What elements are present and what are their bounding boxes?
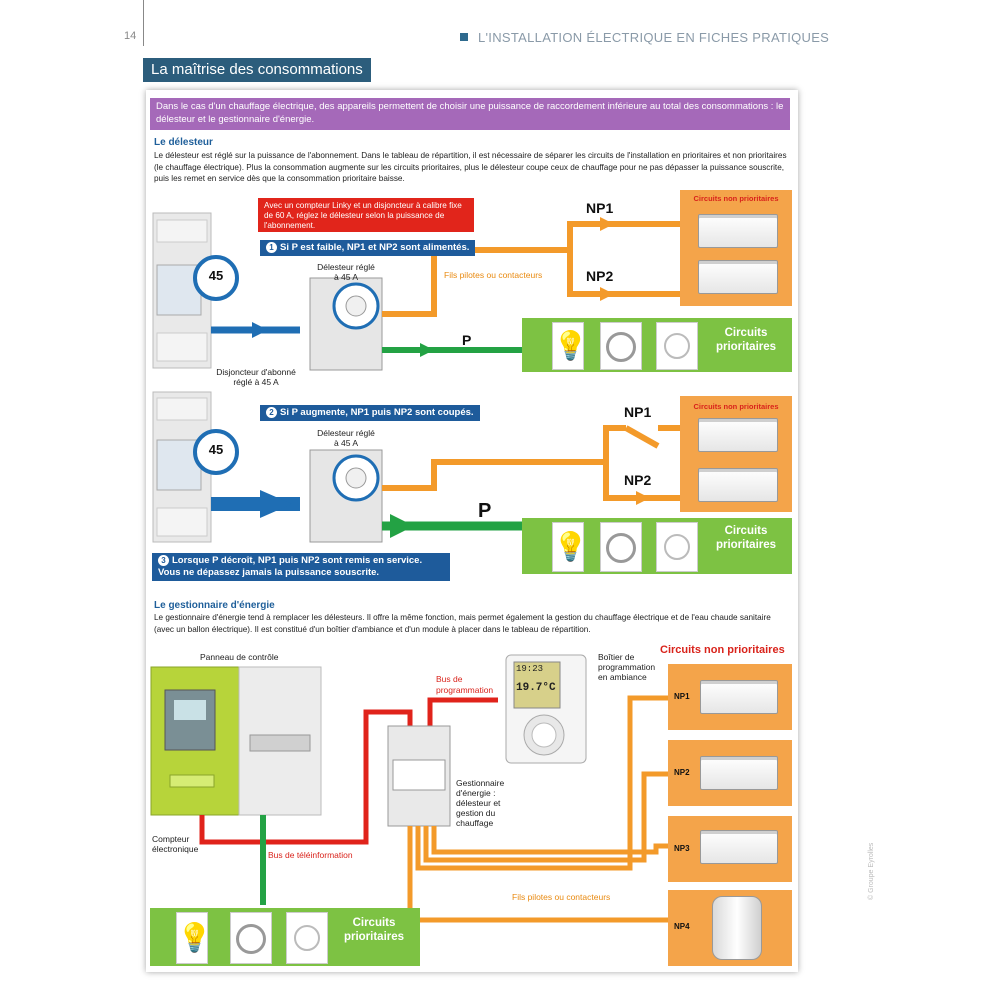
- energy-manager-module-icon: [387, 725, 451, 827]
- light-bulb-icon: 💡: [552, 522, 588, 572]
- page-rule: [143, 0, 144, 46]
- radiator-icon: [700, 830, 778, 864]
- delesteur-device-icon-2: [309, 449, 383, 543]
- gestionnaire-heading: Le gestionnaire d'énergie: [154, 600, 275, 611]
- radiator-icon: [698, 260, 778, 294]
- washing-machine-icon: [600, 322, 642, 370]
- compteur-label: Compteur électronique: [152, 834, 199, 854]
- power-outlet-icon: [286, 912, 328, 964]
- radiator-icon: [700, 680, 778, 714]
- non-priority-title-2: Circuits non prioritaires: [693, 402, 779, 411]
- radiator-icon: [698, 418, 778, 452]
- delesteur-text: Le délesteur est réglé sur la puissance …: [154, 151, 787, 183]
- boitier-label: Boîtier de programmation en ambiance: [598, 652, 656, 682]
- breaker-label: Disjoncteur d'abonné réglé à 45 A: [216, 367, 296, 387]
- np4-small-label: NP4: [674, 922, 690, 931]
- breaker-dial-icon-2: [193, 429, 239, 475]
- priority-label-1: Circuits prioritaires: [715, 327, 777, 353]
- step-1-text: Si P est faible, NP1 et NP2 sont aliment…: [280, 242, 470, 253]
- delesteur-heading: Le délesteur: [154, 137, 213, 148]
- intro-text: Dans le cas d'un chauffage électrique, d…: [150, 98, 790, 130]
- light-bulb-icon: 💡: [176, 912, 212, 964]
- fils-pilotes-label: Fils pilotes ou contacteurs: [444, 270, 543, 280]
- p-label: P: [462, 332, 472, 348]
- breaker-dial-icon: [193, 255, 239, 301]
- np1-label: NP1: [586, 200, 614, 216]
- step-3-text: Lorsque P décroît, NP1 puis NP2 sont rem…: [158, 555, 423, 578]
- np2-label: NP2: [586, 268, 614, 284]
- thermostat-time: 19:23: [516, 664, 544, 674]
- priority-label-3: Circuits prioritaires: [343, 917, 405, 943]
- gestionnaire-text: Le gestionnaire d'énergie tend à remplac…: [154, 613, 771, 634]
- washing-machine-icon: [230, 912, 272, 964]
- control-panel-icon: [150, 666, 322, 816]
- washing-machine-icon: [600, 522, 642, 572]
- step-2-text: Si P augmente, NP1 puis NP2 sont coupés.: [280, 407, 474, 418]
- priority-label-2: Circuits prioritaires: [715, 525, 777, 551]
- radiator-icon: [698, 468, 778, 502]
- header-title: L'INSTALLATION ÉLECTRIQUE EN FICHES PRAT…: [478, 30, 830, 45]
- thermostat-temp: 19.7°C: [516, 682, 556, 694]
- linky-note: Avec un compteur Linky et un disjoncteur…: [258, 198, 474, 232]
- bus-programmation-label: Bus de programmation: [436, 674, 494, 695]
- non-priority-title-1: Circuits non prioritaires: [693, 194, 779, 203]
- power-outlet-icon: [656, 522, 698, 572]
- panneau-label: Panneau de contrôle: [200, 652, 279, 662]
- np1-small-label: NP1: [674, 692, 690, 701]
- non-priority-title-3: Circuits non prioritaires: [660, 644, 785, 656]
- copyright-watermark: © Groupe Eyrolles: [868, 842, 875, 900]
- water-heater-icon: [712, 896, 762, 960]
- fils-pilotes-label-2: Fils pilotes ou contacteurs: [512, 892, 611, 902]
- np1-label-2: NP1: [624, 404, 652, 420]
- delesteur-label-2: Délesteur réglé à 45 A: [317, 428, 375, 448]
- bus-teleinformation-label: Bus de téléinformation: [268, 850, 353, 860]
- p-label-2: P: [478, 500, 492, 522]
- thermostat-icon: [505, 654, 587, 764]
- header-square-icon: [460, 33, 468, 41]
- delesteur-device-icon: [309, 277, 383, 371]
- np2-label-2: NP2: [624, 472, 652, 488]
- section-title: La maîtrise des consommations: [143, 58, 371, 82]
- light-bulb-icon: 💡: [552, 322, 588, 370]
- page-number: 14: [124, 30, 137, 42]
- delesteur-label: Délesteur réglé à 45 A: [317, 262, 375, 282]
- np3-small-label: NP3: [674, 844, 690, 853]
- radiator-icon: [700, 756, 778, 790]
- breaker-value: 45: [208, 268, 224, 283]
- step-2-number: 2: [266, 407, 277, 418]
- step-3-number: 3: [158, 555, 169, 566]
- breaker-value-2: 45: [208, 442, 224, 457]
- power-outlet-icon: [656, 322, 698, 370]
- np2-small-label: NP2: [674, 768, 690, 777]
- gestionnaire-label: Gestionnaire d'énergie : délesteur et ge…: [456, 778, 505, 828]
- step-1-number: 1: [266, 242, 277, 253]
- radiator-icon: [698, 214, 778, 248]
